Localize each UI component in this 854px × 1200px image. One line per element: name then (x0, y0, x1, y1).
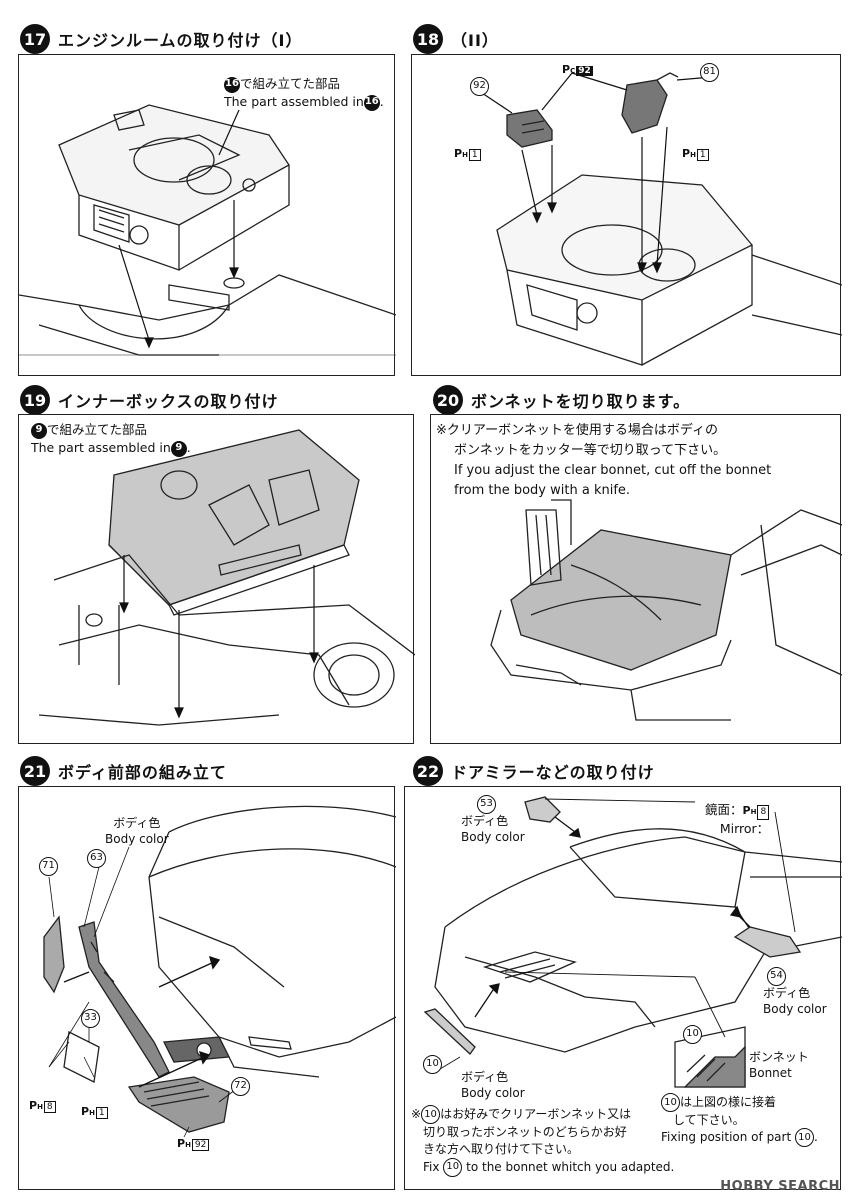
panel17-callout: 16で組み立てた部品 The part assembled in16. (224, 76, 384, 111)
callout-jp: で組み立てた部品 (240, 76, 341, 91)
note-line: from the body with a knife. (454, 483, 631, 499)
step-title: ボンネットを切り取ります。 (471, 392, 691, 411)
part-54-label: 54 (767, 967, 786, 986)
door-mirror-illustration (423, 796, 842, 1088)
engine-room-parts-illustration (481, 72, 842, 366)
part-92-label: 92 (470, 77, 489, 96)
callout-en: The part assembled in (31, 440, 171, 456)
part-ref-badge: 16 (363, 94, 380, 111)
callout-jp: で組み立てた部品 (47, 422, 148, 437)
step-19-header: 19 インナーボックスの取り付け (20, 385, 279, 415)
watermark: HOBBY SEARCH (720, 1179, 840, 1194)
step-20-header: 20 ボンネットを切り取ります。 (433, 385, 690, 415)
step-title: ボディ前部の組み立て (58, 763, 227, 782)
part-71-label: 71 (39, 857, 58, 876)
note-line: ボンネットをカッター等で切り取って下さい。 (454, 443, 727, 459)
part-81-label: 81 (700, 63, 719, 82)
step-title: （II） (451, 31, 499, 50)
panel-20: ※クリアーボンネットを使用する場合はボディの ボンネットをカッター等で切り取って… (430, 414, 842, 744)
step-title: ドアミラーなどの取り付け (451, 763, 655, 782)
engine-room-illustration (19, 104, 396, 356)
part-33-label: 33 (81, 1009, 100, 1028)
step-17-header: 17 エンジンルームの取り付け（I） (20, 24, 302, 54)
step-number: 20 (433, 385, 463, 415)
callout-en: The part assembled in (224, 94, 364, 110)
step-title: インナーボックスの取り付け (58, 392, 279, 411)
panel-17: 16で組み立てた部品 The part assembled in16. (18, 54, 396, 376)
step-21-header: 21 ボディ前部の組み立て (20, 756, 227, 786)
part-ref-badge: 9 (170, 440, 187, 457)
part-ref-badge: 16 (224, 76, 240, 93)
step-22-header: 22 ドアミラーなどの取り付け (413, 756, 655, 786)
step-number: 22 (413, 756, 443, 786)
part-53-label: 53 (477, 795, 496, 814)
inset-part-10-label: 10 (683, 1025, 702, 1044)
step-title: エンジンルームの取り付け（I） (58, 31, 303, 50)
part-63-label: 63 (87, 849, 106, 868)
front-body-illustration (43, 805, 396, 1138)
panel20-note: ※クリアーボンネットを使用する場合はボディの ボンネットをカッター等で切り取って… (436, 421, 771, 502)
bonnet-cut-illustration (490, 499, 842, 721)
step-number: 21 (20, 756, 50, 786)
part-ref-badge: 9 (31, 422, 47, 439)
part-10-label: 10 (423, 1055, 442, 1074)
inner-box-illustration (38, 429, 415, 726)
step-18-header: 18 （II） (413, 24, 499, 54)
note-line: ※クリアーボンネットを使用する場合はボディの (436, 423, 718, 438)
note-line: If you adjust the clear bonnet, cut off … (454, 463, 772, 479)
step-number: 18 (413, 24, 443, 54)
part-72-label: 72 (231, 1077, 250, 1096)
step-number: 17 (20, 24, 50, 54)
step-number: 19 (20, 385, 50, 415)
